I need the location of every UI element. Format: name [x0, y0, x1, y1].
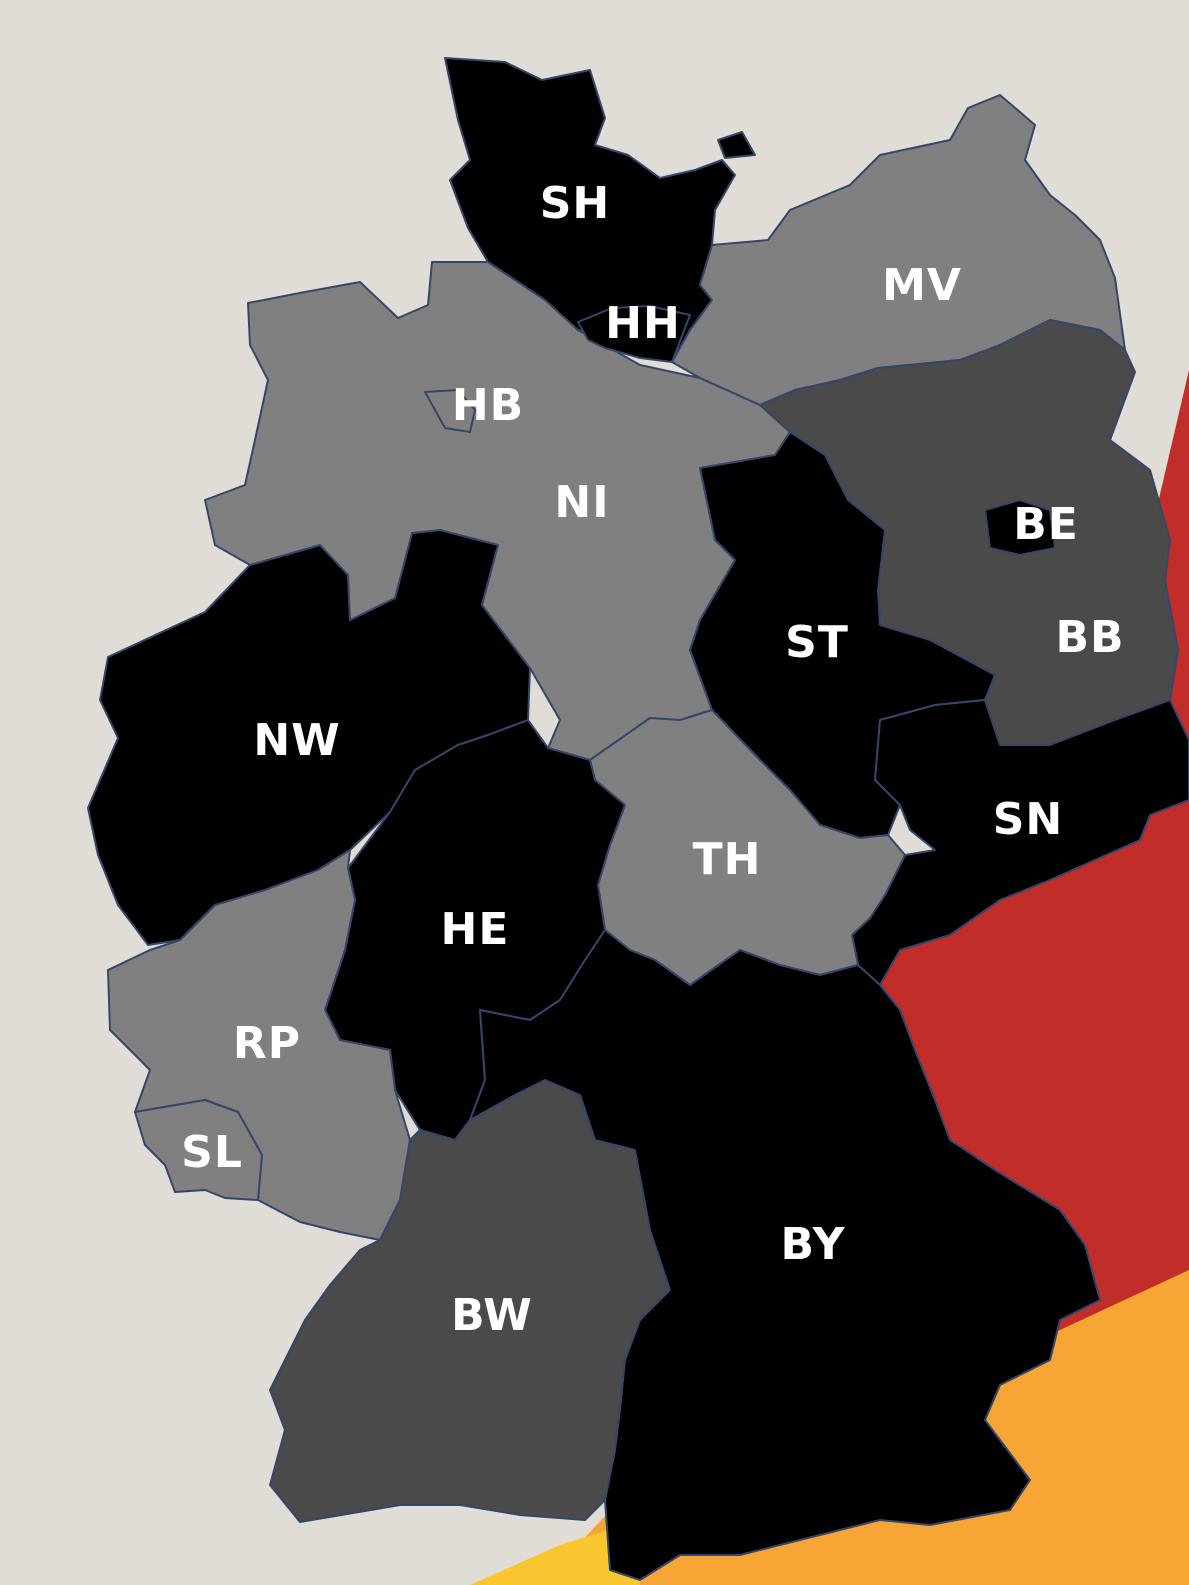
state-label-sl: SL	[181, 1127, 243, 1178]
state-label-sh: SH	[540, 178, 611, 229]
state-label-bb: BB	[1055, 612, 1124, 663]
state-label-ni: NI	[554, 477, 609, 528]
state-shape-be[interactable]	[984, 499, 1056, 556]
state-label-st: ST	[785, 617, 849, 668]
state-label-be: BE	[1013, 499, 1079, 550]
state-shape-sl[interactable]	[134, 1099, 263, 1201]
state-label-hb: HB	[452, 380, 524, 431]
state-shape-by[interactable]	[469, 929, 1101, 1581]
yellow-band-shape	[470, 1520, 640, 1585]
state-label-nw: NW	[253, 715, 340, 766]
state-label-th: TH	[693, 834, 762, 885]
state-label-he: HE	[441, 904, 510, 955]
state-shape-hb[interactable]	[424, 389, 476, 433]
state-label-rp: RP	[233, 1018, 301, 1069]
state-shape-sn[interactable]	[851, 699, 1189, 986]
state-label-sn: SN	[993, 794, 1064, 845]
state-shape-sh-island	[717, 131, 756, 159]
state-label-mv: MV	[882, 260, 962, 311]
state-label-hh: HH	[605, 298, 681, 349]
state-label-by: BY	[781, 1219, 846, 1270]
state-label-bw: BW	[451, 1290, 533, 1341]
